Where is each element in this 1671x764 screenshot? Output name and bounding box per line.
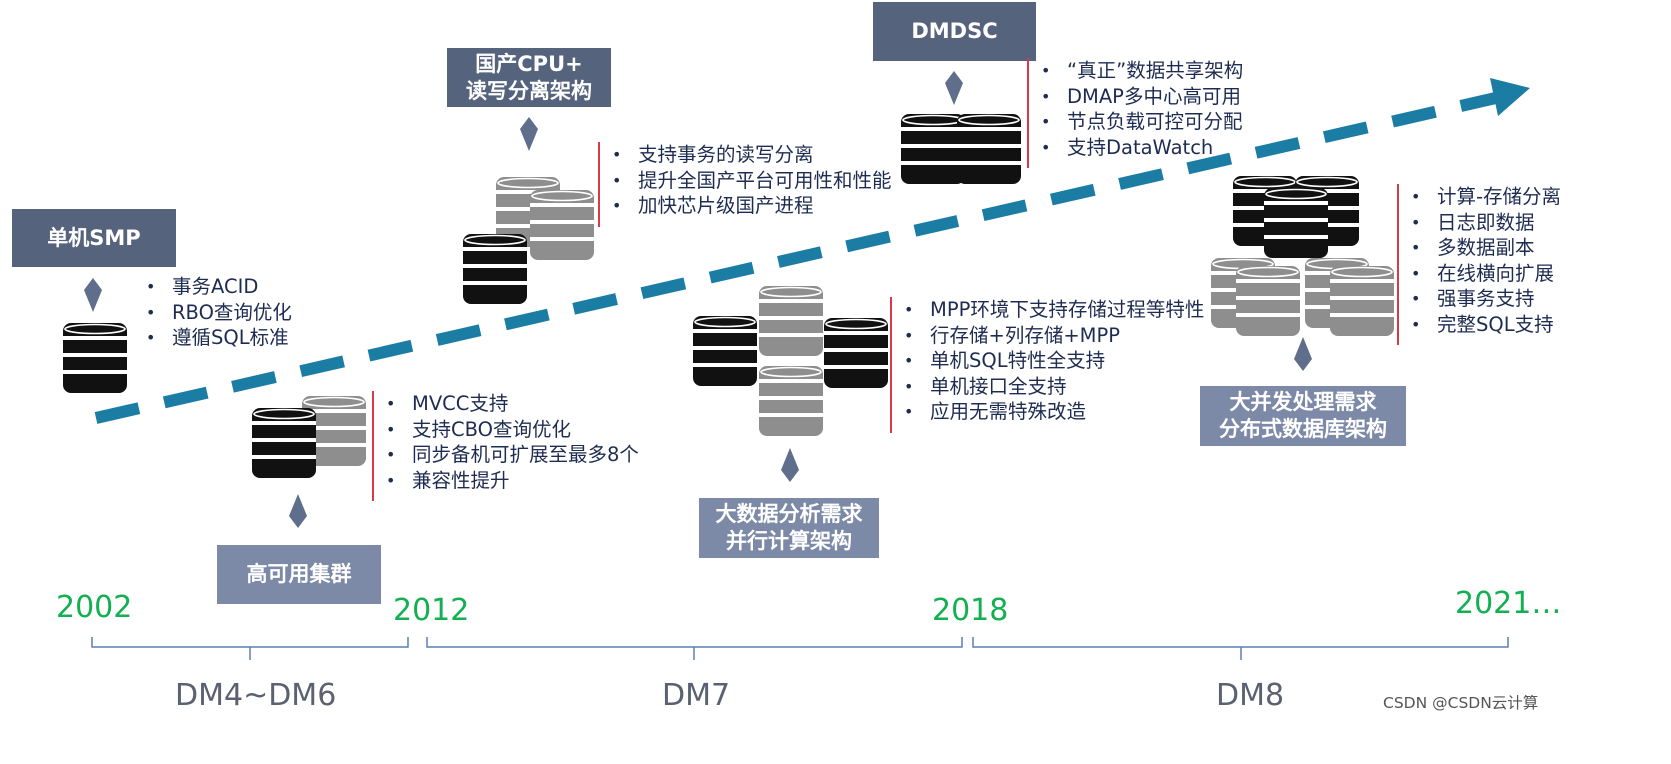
list-item: 单机接口全支持: [904, 374, 1204, 400]
list-item: 单机SQL特性全支持: [904, 348, 1204, 374]
version-label: DM4~DM6: [175, 678, 337, 713]
list-item: 计算-存储分离: [1411, 184, 1561, 210]
list-item: 同步备机可扩展至最多8个: [386, 442, 639, 468]
list-item: 行存储+列存储+MPP: [904, 323, 1204, 349]
list-item: 加快芯片级国产进程: [612, 193, 892, 219]
list-item: 支持DataWatch: [1041, 135, 1243, 161]
dsc-feature-list: “真正”数据共享架构 DMAP多中心高可用 节点负载可控可分配 支持DataWa…: [1027, 58, 1243, 168]
list-item: 事务ACID: [146, 274, 292, 300]
list-item: 支持事务的读写分离: [612, 142, 892, 168]
cpu-title-line1: 国产CPU+: [475, 51, 583, 76]
list-item: 遵循SQL标准: [146, 325, 292, 351]
mpp-title: 大数据分析需求 并行计算架构: [699, 498, 879, 558]
cpu-title-line2: 读写分离架构: [466, 78, 592, 103]
list-item: RBO查询优化: [146, 300, 292, 326]
list-item: 提升全国产平台可用性和性能: [612, 168, 892, 194]
cpu-feature-list: 支持事务的读写分离 提升全国产平台可用性和性能 加快芯片级国产进程: [598, 142, 892, 226]
dist-feature-list: 计算-存储分离 日志即数据 多数据副本 在线横向扩展 强事务支持 完整SQL支持: [1397, 184, 1561, 345]
dist-title: 大并发处理需求 分布式数据库架构: [1200, 386, 1406, 446]
list-item: MVCC支持: [386, 391, 639, 417]
list-item: 完整SQL支持: [1411, 312, 1561, 338]
mpp-title-line1: 大数据分析需求: [715, 502, 863, 526]
smp-feature-list: 事务ACID RBO查询优化 遵循SQL标准: [132, 274, 292, 351]
mpp-title-line2: 并行计算架构: [726, 529, 852, 553]
mpp-feature-list: MPP环境下支持存储过程等特性 行存储+列存储+MPP 单机SQL特性全支持 单…: [890, 297, 1204, 432]
list-item: 兼容性提升: [386, 468, 639, 494]
list-item: 节点负载可控可分配: [1041, 109, 1243, 135]
year-label: 2002: [56, 590, 133, 625]
year-label: 2021…: [1455, 586, 1562, 621]
list-item: MPP环境下支持存储过程等特性: [904, 297, 1204, 323]
year-label: 2018: [932, 593, 1009, 628]
list-item: 强事务支持: [1411, 286, 1561, 312]
version-label: DM8: [1216, 678, 1285, 713]
list-item: 日志即数据: [1411, 210, 1561, 236]
ha-title: 高可用集群: [217, 545, 381, 604]
watermark: CSDN @CSDN云计算: [1383, 694, 1539, 712]
dsc-title: DMDSC: [873, 2, 1036, 61]
list-item: 多数据副本: [1411, 235, 1561, 261]
list-item: “真正”数据共享架构: [1041, 58, 1243, 84]
dist-title-line1: 大并发处理需求: [1229, 390, 1377, 414]
list-item: 在线横向扩展: [1411, 261, 1561, 287]
dist-title-line2: 分布式数据库架构: [1219, 417, 1387, 441]
year-label: 2012: [393, 593, 470, 628]
cpu-title: 国产CPU+ 读写分离架构: [447, 48, 611, 107]
list-item: 应用无需特殊改造: [904, 399, 1204, 425]
list-item: DMAP多中心高可用: [1041, 84, 1243, 110]
ha-feature-list: MVCC支持 支持CBO查询优化 同步备机可扩展至最多8个 兼容性提升: [372, 391, 639, 501]
smp-title: 单机SMP: [12, 209, 176, 267]
version-label: DM7: [662, 678, 731, 713]
list-item: 支持CBO查询优化: [386, 417, 639, 443]
